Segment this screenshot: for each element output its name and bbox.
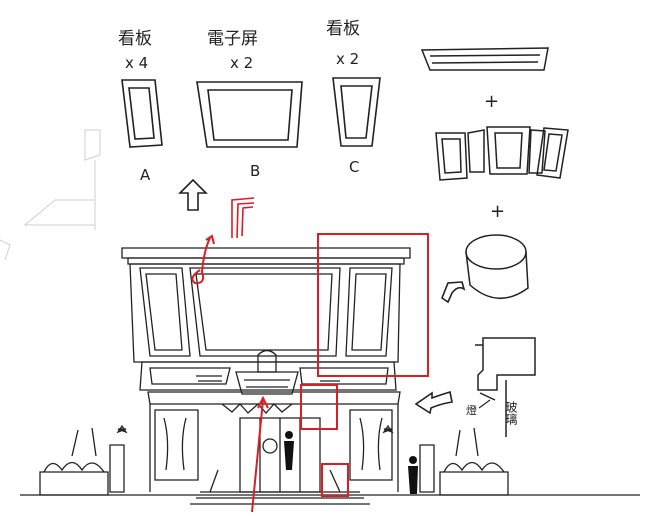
glass-note: 玻璃	[504, 401, 518, 426]
faint-background-sketch	[0, 129, 101, 261]
red-annotations	[191, 233, 429, 513]
panel-b-shape	[196, 81, 303, 148]
highlight-box-railing	[321, 463, 349, 497]
panel-b-count: x 2	[230, 54, 253, 72]
logo-emblem-icon	[235, 371, 299, 395]
red-stroke-marker-icon	[231, 197, 255, 239]
right-planter	[439, 471, 509, 496]
right-pillar	[349, 409, 393, 481]
screen-window	[189, 267, 341, 357]
panel-c-group: 看板 x 2 C	[326, 19, 381, 176]
door-ring	[262, 438, 278, 454]
red-pointer-line	[251, 399, 264, 513]
top-cornice-shape	[420, 47, 549, 71]
assembly-column	[420, 47, 569, 437]
up-arrow-icon	[178, 178, 208, 211]
person-silhouettes	[284, 431, 418, 494]
panel-c-shape	[332, 77, 381, 147]
panel-row-shape	[435, 126, 569, 181]
panel-c-window	[345, 267, 393, 357]
panel-a-title: 看板	[118, 29, 152, 49]
highlight-box-sign	[300, 384, 338, 430]
light-pointer	[478, 399, 491, 409]
panel-b-group: 電子屏 x 2 B	[196, 29, 303, 180]
left-planter	[39, 471, 109, 496]
bunting	[221, 403, 293, 414]
panel-c-letter: C	[349, 158, 359, 176]
red-loop-arrow-icon	[191, 234, 215, 285]
cylinder-dome-shape	[465, 234, 529, 300]
left-pillar	[154, 409, 199, 481]
panel-b-letter: B	[250, 162, 260, 180]
entrance-steps	[190, 491, 370, 505]
panel-a-letter: A	[140, 166, 151, 184]
upper-screen-frame	[129, 263, 401, 363]
plus-sign-2: +	[490, 201, 505, 222]
plus-sign-1: +	[484, 91, 499, 112]
curved-arrow-icon-1	[441, 281, 466, 304]
light-note: 燈	[466, 403, 477, 417]
panel-c-title: 看板	[326, 19, 360, 39]
panel-a-window	[139, 267, 191, 357]
roof-cornice	[121, 247, 411, 259]
canopy-block-shape	[475, 337, 536, 401]
panel-a-group: 看板 x 4 A	[118, 29, 163, 184]
marquee-band	[139, 361, 397, 391]
panel-a-count: x 4	[125, 54, 148, 72]
panel-a-shape	[121, 79, 163, 148]
curved-arrow-icon-2	[414, 390, 453, 415]
highlight-box-panel-c	[317, 233, 429, 377]
panel-c-count: x 2	[336, 50, 359, 68]
panel-b-title: 電子屏	[207, 29, 258, 49]
